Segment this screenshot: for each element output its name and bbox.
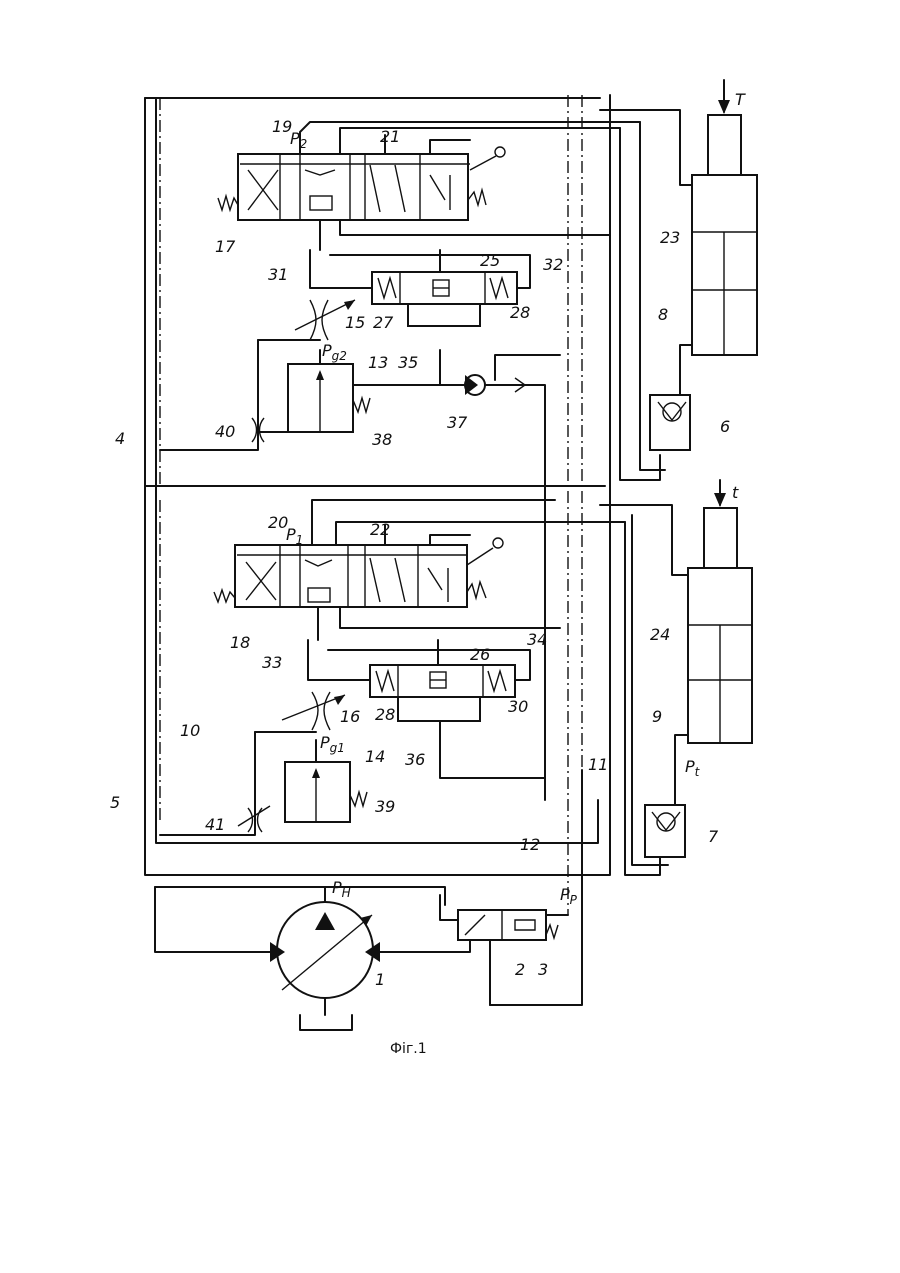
label-24: 24 [650,625,670,644]
symbol-pp: PP [560,885,578,907]
label-41: 41 [205,815,225,834]
pump-control-valve-2 [440,895,568,1005]
load-label-T: T [735,90,746,109]
label-6: 6 [720,417,730,436]
symbol-ph: PH [332,878,351,900]
figure-caption: Фіг.1 [390,1041,427,1057]
label-10: 10 [180,721,200,740]
label-28-lower: 28 [375,705,395,724]
label-7: 7 [708,827,719,846]
label-33: 33 [262,653,282,672]
label-13: 13 [368,353,388,372]
label-9: 9 [652,707,662,726]
label-25: 25 [480,251,500,270]
label-21: 21 [380,127,400,146]
label-12: 12 [520,835,540,854]
check-valve-7 [645,805,685,857]
label-38: 38 [372,430,392,449]
variable-pump-1 [155,887,470,1030]
label-22: 22 [370,520,390,539]
label-1: 1 [375,970,385,989]
label-31: 31 [268,265,288,284]
label-32: 32 [543,255,563,274]
label-27: 27 [373,313,394,332]
label-17: 17 [215,237,236,256]
label-14: 14 [365,747,385,766]
symbol-pg1: Pg1 [320,733,345,755]
symbol-pg2: Pg2 [322,341,347,363]
relief-valve-13 [160,340,465,450]
label-34: 34 [527,630,547,649]
symbol-pt: Pt [685,757,701,779]
label-26: 26 [470,645,490,664]
label-18: 18 [230,633,250,652]
label-5: 5 [110,793,120,812]
label-37: 37 [447,413,468,432]
signal-line-11-12 [490,95,582,1005]
symbol-p1: P1 [286,525,303,547]
label-39: 39 [375,797,395,816]
label-11: 11 [588,755,608,774]
label-23: 23 [660,228,680,247]
check-valve-37 [465,355,560,800]
throttle-16 [282,692,345,730]
label-40: 40 [215,422,235,441]
label-16: 16 [340,707,360,726]
hydraulic-cylinder-9 [600,480,752,845]
load-label-t: t [732,483,739,502]
label-2: 2 [515,960,525,979]
label-28-upper: 28 [510,303,530,322]
label-15: 15 [345,313,365,332]
label-3: 3 [538,960,548,979]
symbol-p2: P2 [290,129,307,151]
check-valve-6 [650,395,690,450]
directional-valve-17 [218,147,505,220]
label-30: 30 [508,697,528,716]
directional-valve-18 [214,538,503,607]
label-4: 4 [115,429,125,448]
label-36: 36 [405,750,425,769]
label-35: 35 [398,353,418,372]
label-8: 8 [658,305,668,324]
